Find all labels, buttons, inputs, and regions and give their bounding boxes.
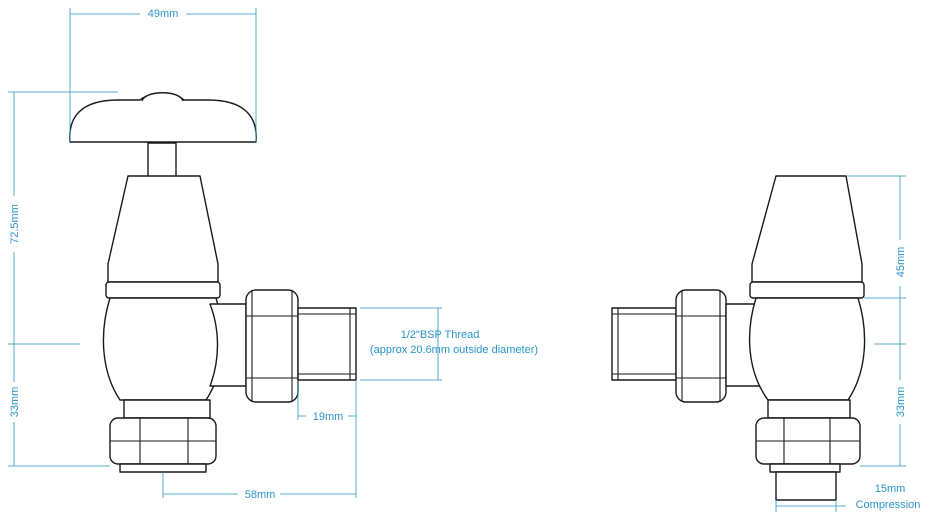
right-union-nut: [675, 289, 727, 403]
left-elbow-arm: [209, 303, 247, 387]
left-valve: [69, 92, 357, 473]
right-pipe-stub: [775, 471, 837, 501]
left-valve-body: [102, 297, 224, 401]
base-height-right-label: 33mm: [895, 387, 907, 418]
right-pipe-olive: [769, 463, 841, 473]
right-union-nut-facets: [676, 290, 726, 402]
pipe-type-label: Compression: [856, 499, 921, 511]
right-compression-facets: [756, 418, 860, 464]
right-base-neck: [767, 399, 851, 419]
left-threaded-tail: [297, 307, 357, 381]
overall-height-label: 72.5mm: [9, 204, 21, 244]
left-compression-facets: [110, 418, 216, 464]
body-height-right-label: 45mm: [895, 247, 907, 278]
left-spindle: [147, 142, 177, 178]
handle-width-label: 49mm: [148, 8, 179, 20]
base-height-left-label: 33mm: [9, 387, 21, 418]
pipe-size-label: 15mm: [875, 483, 906, 495]
right-threaded-tail: [611, 307, 677, 381]
left-union-nut-facets: [246, 290, 298, 402]
right-thread-lines: [612, 308, 676, 380]
total-length-label: 58mm: [245, 489, 276, 501]
thread-title-label: 1/2"BSP Thread: [401, 329, 480, 341]
right-collar: [749, 281, 865, 299]
left-union-nut: [245, 289, 299, 403]
left-pipe-olive: [119, 463, 207, 473]
left-handle-hub: [141, 92, 184, 102]
left-collar: [105, 281, 221, 299]
right-valve: [611, 175, 866, 501]
thread-length-label: 19mm: [313, 411, 344, 423]
left-base-neck: [123, 399, 211, 419]
left-head-shroud: [107, 175, 219, 283]
left-thread-lines: [298, 308, 356, 380]
dimension-labels: 49mm 72.5mm 33mm 1/2"BSP Thread (approx …: [6, 6, 920, 511]
left-handle-wheel: [69, 93, 257, 143]
right-valve-body: [748, 297, 866, 401]
thread-note-label: (approx 20.6mm outside diameter): [370, 344, 538, 356]
right-head-shroud: [751, 175, 863, 283]
